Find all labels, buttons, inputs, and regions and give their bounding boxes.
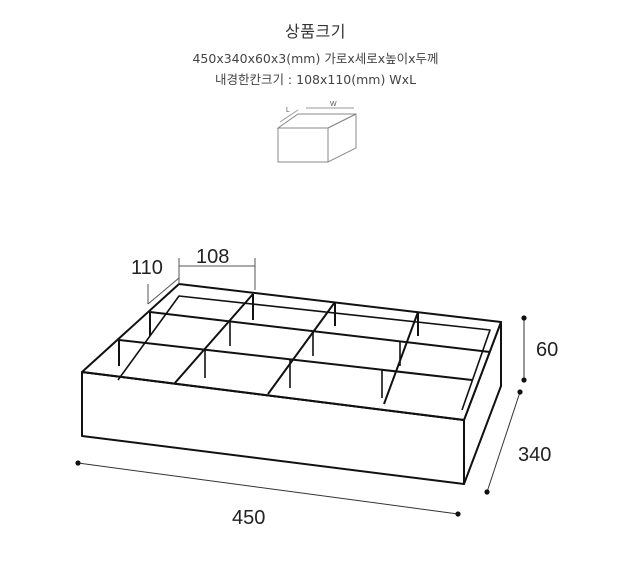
inner-size-line: 내경한칸크기 : 108x110(mm) WxL	[214, 72, 417, 87]
row-divider-2	[118, 339, 473, 381]
spec-line: 450x340x60x3(mm) 가로x세로x높이x두께	[192, 51, 439, 66]
icon-label-w: W	[330, 101, 337, 108]
icon-label-l: L	[286, 107, 290, 114]
height-label: 60	[536, 339, 558, 361]
row-divider-1	[149, 311, 491, 353]
cell-width-label: 108	[196, 246, 229, 268]
col-divider-2	[267, 301, 336, 395]
col-divider-1	[173, 293, 254, 385]
product-size-title: 상품크기	[285, 22, 346, 41]
product-size-header: 상품크기 450x340x60x3(mm) 가로x세로x높이x두께 내경한칸크기…	[0, 18, 631, 90]
cell-depth-label: 110	[131, 257, 163, 279]
box-orientation-icon: L W	[270, 96, 362, 166]
width-label: 450	[232, 507, 265, 529]
col-divider-3	[383, 311, 419, 405]
depth-label: 340	[518, 444, 551, 466]
